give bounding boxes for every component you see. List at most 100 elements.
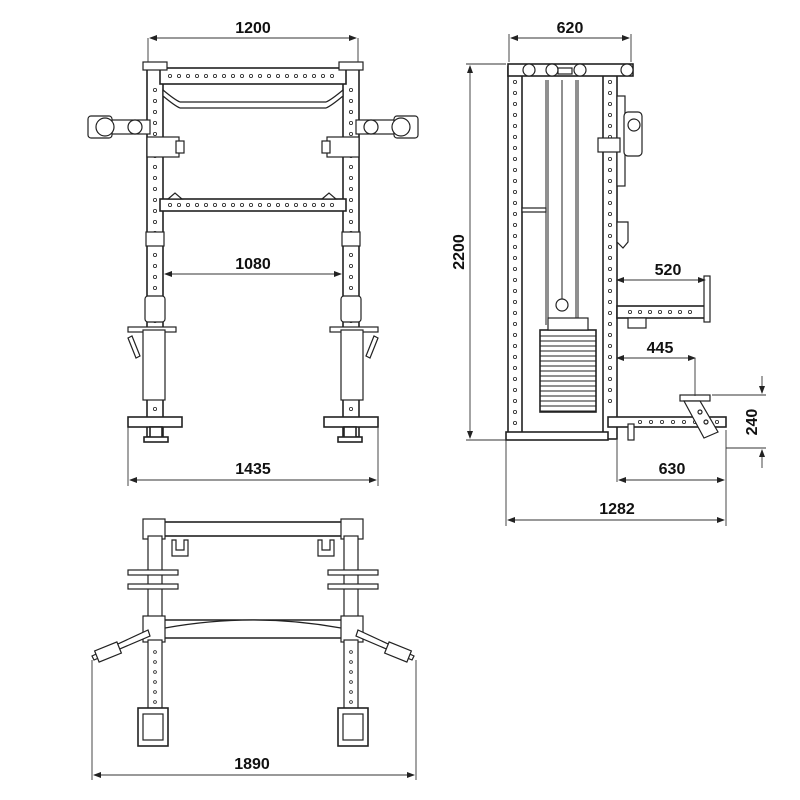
frame-hole	[678, 309, 683, 314]
frame-hole	[513, 233, 518, 238]
frame-hole	[608, 365, 613, 370]
frame-hole	[152, 208, 157, 213]
frame-hole	[349, 660, 353, 664]
frame-hole	[348, 99, 353, 104]
dim-side-bench-offset: 445	[647, 340, 674, 357]
frame-hole	[248, 202, 253, 207]
frame-hole	[329, 202, 334, 207]
frame-hole	[513, 299, 518, 304]
frame-hole	[688, 309, 693, 314]
frame-hole	[513, 332, 518, 337]
frame-hole	[152, 99, 157, 104]
frame-hole	[513, 310, 518, 315]
frame-hole	[608, 156, 613, 161]
frame-hole	[275, 74, 280, 79]
frame-hole	[348, 131, 353, 136]
frame-hole	[608, 266, 613, 271]
frame-hole	[513, 343, 518, 348]
frame-hole	[320, 202, 325, 207]
frame-hole	[608, 354, 613, 359]
frame-hole	[513, 420, 518, 425]
frame-hole	[153, 670, 157, 674]
frame-hole	[153, 700, 157, 704]
frame-hole	[513, 365, 518, 370]
dim-front-inner-width: 1080	[235, 256, 271, 273]
frame-hole	[513, 255, 518, 260]
frame-hole	[608, 255, 613, 260]
frame-hole	[608, 376, 613, 381]
frame-hole	[349, 680, 353, 684]
frame-hole	[608, 167, 613, 172]
frame-hole	[248, 74, 253, 79]
frame-hole	[348, 121, 353, 126]
frame-hole	[348, 164, 353, 169]
frame-hole	[608, 113, 613, 118]
frame-hole	[513, 145, 518, 150]
dim-side-total-depth: 1282	[599, 501, 635, 518]
frame-hole	[513, 200, 518, 205]
frame-hole	[668, 309, 673, 314]
frame-hole	[608, 178, 613, 183]
frame-hole	[513, 91, 518, 96]
frame-hole	[230, 74, 235, 79]
frame-hole	[608, 343, 613, 348]
frame-hole	[194, 74, 199, 79]
dim-side-height: 2200	[451, 234, 468, 270]
frame-hole	[348, 186, 353, 191]
frame-hole	[167, 202, 172, 207]
frame-hole	[513, 288, 518, 293]
frame-hole	[152, 252, 157, 257]
frame-hole	[628, 309, 633, 314]
frame-hole	[513, 244, 518, 249]
frame-hole	[284, 202, 289, 207]
frame-hole	[349, 690, 353, 694]
frame-hole	[715, 419, 720, 424]
frame-hole	[608, 124, 613, 129]
frame-hole	[153, 660, 157, 664]
frame-hole	[311, 74, 316, 79]
frame-hole	[185, 74, 190, 79]
frame-hole	[513, 398, 518, 403]
frame-hole	[608, 233, 613, 238]
frame-hole	[608, 277, 613, 282]
frame-hole	[608, 387, 613, 392]
frame-hole	[153, 680, 157, 684]
frame-hole	[221, 202, 226, 207]
dim-side-bench-height: 240	[744, 409, 761, 436]
frame-hole	[638, 309, 643, 314]
frame-hole	[608, 288, 613, 293]
frame-hole	[513, 376, 518, 381]
frame-hole	[185, 202, 190, 207]
frame-hole	[349, 650, 353, 654]
frame-hole	[152, 263, 157, 268]
frame-hole	[302, 74, 307, 79]
frame-hole	[513, 156, 518, 161]
frame-hole	[608, 398, 613, 403]
frame-hole	[513, 80, 518, 85]
frame-hole	[682, 419, 687, 424]
frame-hole	[513, 277, 518, 282]
frame-hole	[348, 285, 353, 290]
frame-hole	[152, 274, 157, 279]
frame-hole	[152, 88, 157, 93]
frame-hole	[152, 110, 157, 115]
frame-hole	[152, 219, 157, 224]
frame-hole	[648, 309, 653, 314]
front-view: 1200 1080 1435	[87, 20, 419, 486]
frame-hole	[513, 321, 518, 326]
frame-hole	[348, 110, 353, 115]
frame-hole	[257, 74, 262, 79]
frame-hole	[671, 419, 676, 424]
frame-hole	[153, 650, 157, 654]
frame-hole	[608, 91, 613, 96]
frame-hole	[608, 102, 613, 107]
frame-hole	[348, 197, 353, 202]
frame-hole	[329, 74, 334, 79]
frame-hole	[266, 202, 271, 207]
frame-hole	[608, 310, 613, 315]
frame-hole	[153, 690, 157, 694]
frame-hole	[660, 419, 665, 424]
frame-hole	[513, 167, 518, 172]
dim-top-total-width: 1890	[234, 756, 270, 773]
